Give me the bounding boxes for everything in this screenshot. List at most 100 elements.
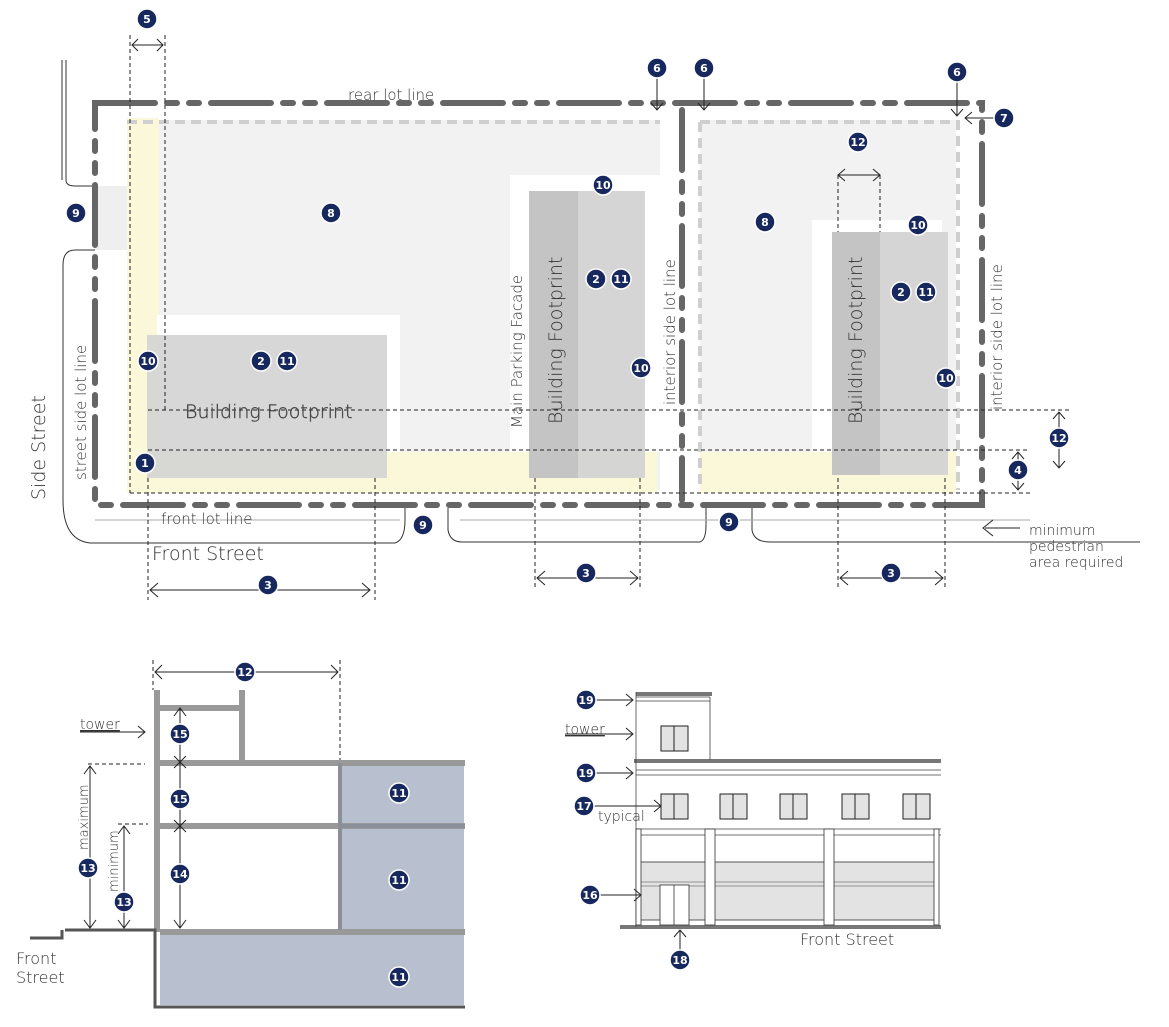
marker-number: 4	[1014, 464, 1022, 477]
marker-number: 6	[700, 62, 708, 75]
marker-circle	[65, 202, 87, 224]
marker-number: 9	[72, 207, 80, 220]
entrance-door	[659, 884, 690, 926]
callout-marker-19: 19	[575, 689, 597, 711]
building-footprint-label: Building Footprint	[845, 257, 867, 424]
callout-marker-7: 7	[993, 107, 1015, 129]
tower-label: tower	[565, 722, 605, 738]
marker-circle	[579, 884, 601, 906]
marker-number: 10	[633, 362, 649, 375]
marker-number: 12	[1051, 432, 1066, 445]
setback-line	[127, 120, 960, 490]
marker-number: 16	[582, 889, 598, 902]
marker-circle	[847, 131, 869, 153]
side-driveway	[95, 186, 127, 250]
min-pedestrian-label: pedestrian	[1029, 539, 1104, 555]
marker-circle	[585, 268, 607, 290]
callout-marker-16: 16	[579, 884, 601, 906]
marker-circle	[257, 574, 279, 596]
marker-circle	[693, 57, 715, 79]
maximum-label: maximum	[77, 784, 92, 850]
marker-number: 3	[264, 579, 272, 592]
callout-marker-5: 5	[136, 8, 158, 30]
callout-marker-8: 8	[320, 202, 342, 224]
callout-marker-6: 6	[946, 61, 968, 83]
front-street-label: Front	[16, 949, 56, 968]
marker-number: 11	[613, 273, 628, 286]
callout-marker-3: 3	[575, 562, 597, 584]
front-lot-line-label: front lot line	[161, 510, 253, 528]
callout-marker-11: 11	[388, 869, 410, 891]
callout-marker-9: 9	[718, 511, 740, 533]
site-plan: rear lot line Side Street street side lo…	[28, 35, 1140, 600]
marker-circle	[993, 107, 1015, 129]
callout-marker-2: 2	[890, 281, 912, 303]
marker-circle	[1048, 427, 1070, 449]
marker-circle	[137, 350, 159, 372]
marker-number: 11	[918, 286, 933, 299]
marker-circle	[388, 966, 410, 988]
marker-circle	[754, 211, 776, 233]
marker-circle	[234, 661, 256, 683]
marker-circle	[388, 869, 410, 891]
front-street-label: Street	[16, 968, 65, 987]
marker-circle	[113, 891, 135, 913]
marker-number: 3	[582, 567, 590, 580]
marker-circle	[915, 281, 937, 303]
callout-marker-10: 10	[907, 214, 929, 236]
building-footprint-label: Building Footprint	[545, 257, 567, 424]
callout-marker-9: 9	[65, 202, 87, 224]
marker-circle	[575, 762, 597, 784]
callout-marker-18: 18	[669, 949, 691, 971]
marker-circle	[575, 689, 597, 711]
marker-number: 2	[257, 355, 265, 368]
lot-lines	[92, 100, 985, 508]
callout-marker-12: 12	[234, 661, 256, 683]
marker-number: 10	[910, 219, 926, 232]
callout-marker-6: 6	[646, 57, 668, 79]
callout-marker-12: 12	[1048, 427, 1070, 449]
min-pedestrian-label: minimum	[1029, 523, 1095, 539]
marker-circle	[250, 350, 272, 372]
main-parking-facade-label: Main Parking Facade	[508, 275, 526, 428]
marker-number: 11	[391, 787, 406, 800]
callout-marker-12: 12	[847, 131, 869, 153]
marker-number: 13	[80, 862, 95, 875]
front-street-label: Front Street	[152, 543, 264, 565]
marker-circle	[575, 562, 597, 584]
marker-circle	[136, 8, 158, 30]
marker-circle	[388, 782, 410, 804]
marker-circle	[646, 57, 668, 79]
callout-marker-13: 13	[77, 857, 99, 879]
section-fill-ground	[160, 935, 464, 1005]
callout-marker-6: 6	[693, 57, 715, 79]
marker-number: 11	[279, 355, 294, 368]
interior-side-lot-line-label: interior side lot line	[988, 264, 1006, 410]
typical-label: typical	[598, 809, 645, 825]
callout-marker-19: 19	[575, 762, 597, 784]
callout-marker-2: 2	[585, 268, 607, 290]
marker-number: 14	[172, 868, 188, 881]
marker-number: 6	[953, 66, 961, 79]
marker-circle	[169, 723, 191, 745]
marker-circle	[890, 281, 912, 303]
callout-marker-10: 10	[137, 350, 159, 372]
marker-circle	[320, 202, 342, 224]
marker-number: 19	[578, 694, 593, 707]
marker-circle	[630, 357, 652, 379]
marker-number: 8	[327, 207, 335, 220]
minimum-label: minimum	[107, 830, 122, 892]
marker-number: 15	[172, 728, 187, 741]
front-street-label: Front Street	[800, 930, 894, 949]
callout-marker-8: 8	[754, 211, 776, 233]
marker-circle	[592, 174, 614, 196]
min-pedestrian-label: area required	[1029, 555, 1123, 571]
marker-circle	[1007, 459, 1029, 481]
main-parking-facade-zone	[529, 191, 578, 478]
marker-circle	[77, 857, 99, 879]
marker-circle	[907, 214, 929, 236]
callout-marker-4: 4	[1007, 459, 1029, 481]
callout-marker-11: 11	[276, 350, 298, 372]
